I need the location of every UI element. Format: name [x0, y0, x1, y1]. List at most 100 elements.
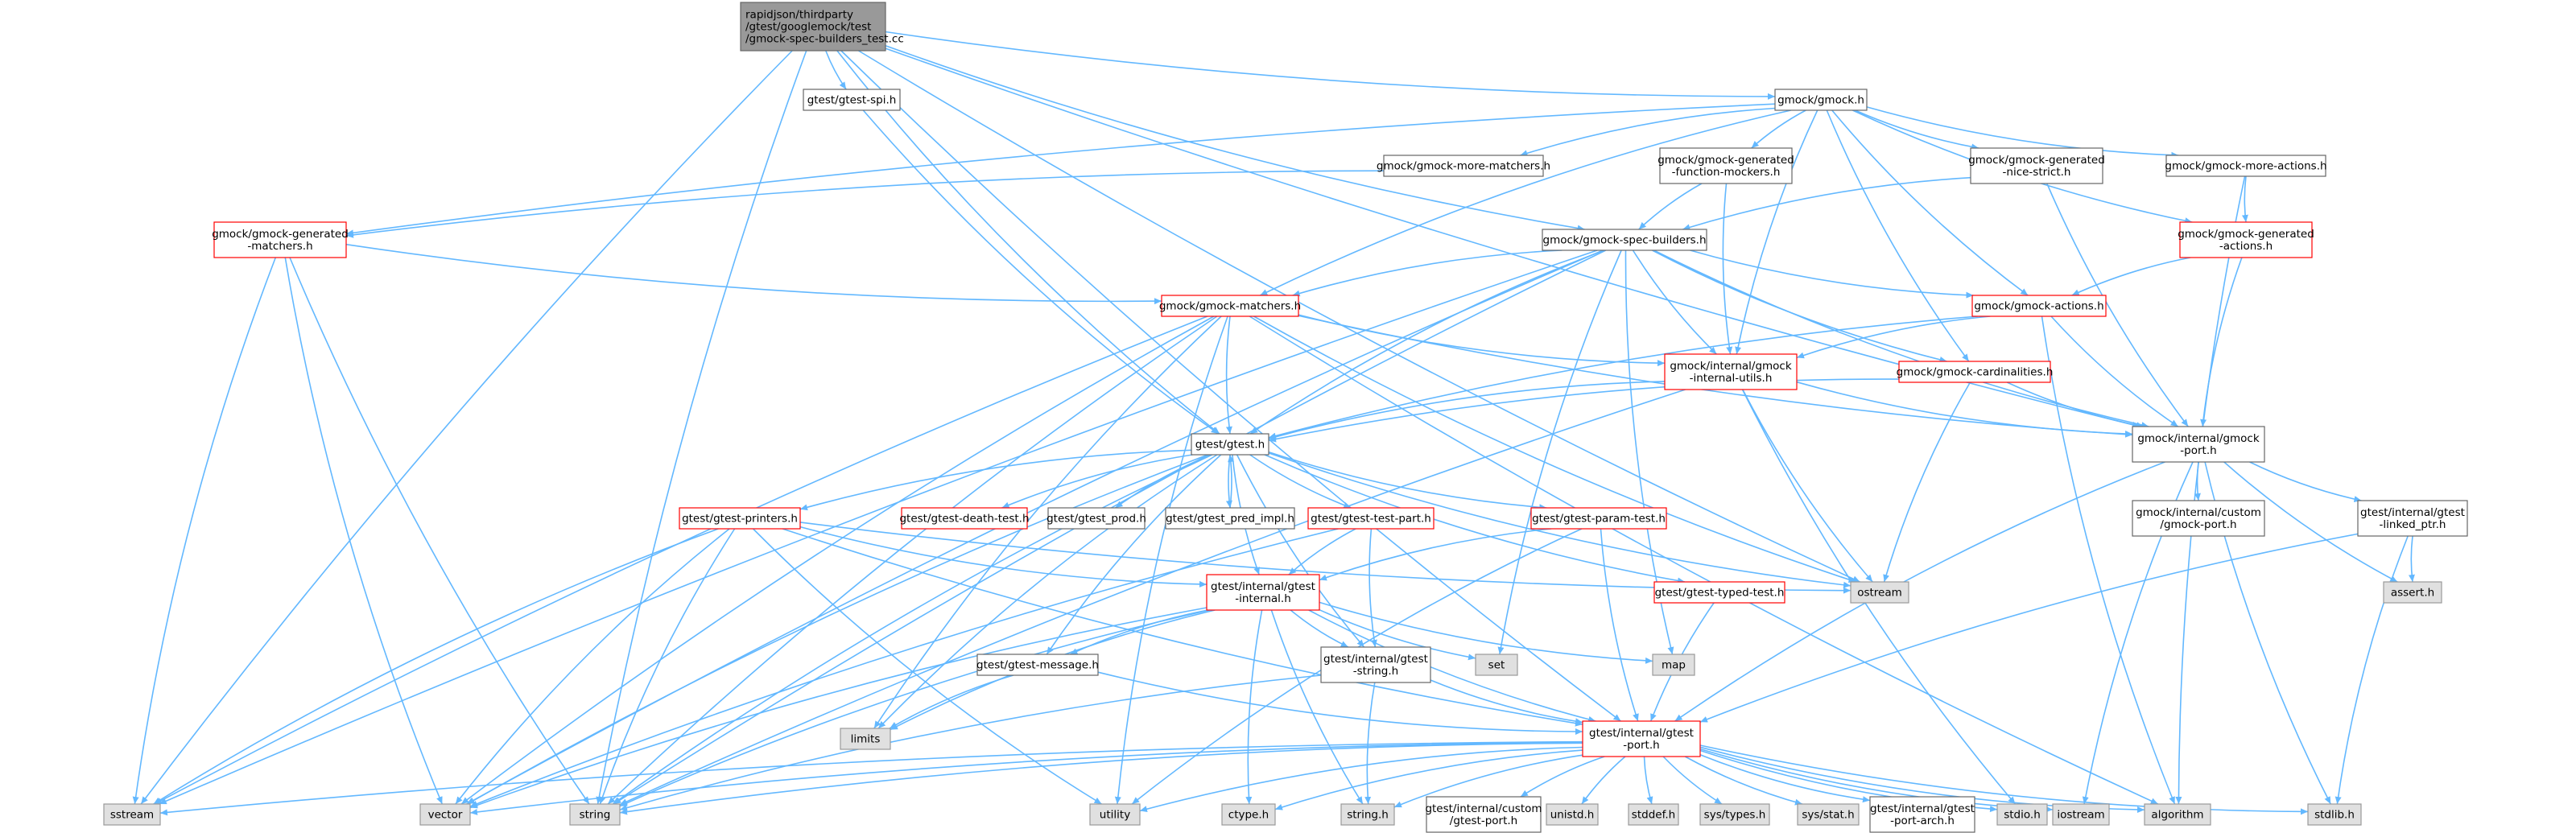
- node-pred-impl[interactable]: gtest/gtest_pred_impl.h: [1165, 507, 1295, 530]
- edge-linked_ptr-to-stdlib: [2334, 535, 2409, 805]
- node-box: [2144, 803, 2211, 826]
- node-gen-matchers[interactable]: gmock/gmock-generated-matchers.h: [212, 221, 349, 258]
- node-gen-nice-strict[interactable]: gmock/gmock-generated-nice-strict.h: [1968, 147, 2105, 184]
- node-gmock-h[interactable]: gmock/gmock.h: [1774, 89, 1868, 111]
- node-label: map: [1662, 659, 1686, 672]
- edge-gtest_spi-to-gtest_h: [862, 109, 1220, 435]
- edge-gen_nice_strict-to-spec_builders: [1682, 176, 1971, 231]
- node-box: [1970, 147, 2103, 184]
- edge-cardinalities-to-gtest_h: [1268, 378, 1900, 443]
- node-label: -internal.h: [1235, 592, 1291, 605]
- edge-internal_utils-to-gtest_h: [1268, 381, 1666, 440]
- node-label: gtest/internal/gtest: [1589, 727, 1694, 740]
- edge-gtest_port-to-sstream: [159, 740, 1583, 816]
- node-gtest-prod[interactable]: gtest/gtest_prod.h: [1046, 507, 1146, 530]
- node-box: [1653, 581, 1785, 604]
- node-matchers[interactable]: gmock/gmock-matchers.h: [1159, 295, 1301, 317]
- node-gen-actions[interactable]: gmock/gmock-generated-actions.h: [2178, 221, 2314, 258]
- edge-matchers-to-utility: [1114, 315, 1228, 805]
- edge-spec_builders-to-matchers: [1292, 249, 1563, 297]
- node-box: [1307, 507, 1435, 530]
- node-more-matchers[interactable]: gmock/gmock-more-matchers.h: [1377, 155, 1550, 177]
- edge-matchers-to-internal_utils: [1298, 314, 1666, 367]
- edge-gtest_h-to-test_part: [1249, 454, 1352, 509]
- node-gmock-port[interactable]: gmock/internal/gmock-port.h: [2132, 426, 2265, 463]
- node-gtest-message[interactable]: gtest/gtest-message.h: [976, 654, 1099, 676]
- edge-gtest_h-to-param_test: [1268, 451, 1547, 511]
- edge-spec_builders-to-internal_utils: [1632, 249, 1717, 355]
- node-label: ctype.h: [1228, 809, 1269, 822]
- edge-gmock_h-to-gen_matchers: [345, 103, 1776, 237]
- node-stdio: stdio.h: [1996, 803, 2048, 826]
- node-internal-utils[interactable]: gmock/internal/gmock-internal-utils.h: [1664, 353, 1798, 390]
- edge-gtest_internal-to-set: [1319, 608, 1476, 661]
- node-box: [740, 2, 886, 52]
- edge-gen_actions-to-actions: [2071, 257, 2191, 296]
- node-cardinalities[interactable]: gmock/gmock-cardinalities.h: [1897, 361, 2054, 383]
- node-death-test[interactable]: gtest/gtest-death-test.h: [899, 507, 1030, 530]
- edge-gmock_h-to-gen_nice_strict: [1855, 109, 1979, 151]
- node-actions[interactable]: gmock/gmock-actions.h: [1971, 295, 2107, 317]
- edge-gtest_h-to-string: [612, 454, 1213, 805]
- edge-test_part-to-gtest_internal: [1288, 528, 1356, 575]
- node-sys-stat: sys/stat.h: [1797, 803, 1860, 826]
- edge-gtest_port-to-sys_stat: [1684, 756, 1803, 806]
- node-spec-builders[interactable]: gmock/gmock-spec-builders.h: [1542, 229, 1707, 251]
- node-linked-ptr[interactable]: gtest/internal/gtest-linked_ptr.h: [2357, 500, 2468, 537]
- node-box: [2357, 500, 2468, 537]
- node-gtest-printers[interactable]: gtest/gtest-printers.h: [679, 507, 801, 530]
- node-typed-test[interactable]: gtest/gtest-typed-test.h: [1653, 581, 1785, 604]
- node-gtest-internal[interactable]: gtest/internal/gtest-internal.h: [1206, 574, 1320, 611]
- node-gtest-h[interactable]: gtest/gtest.h: [1191, 433, 1269, 456]
- node-custom-gtest-port[interactable]: gtest/internal/custom/gtest-port.h: [1425, 796, 1542, 833]
- node-algorithm: algorithm: [2144, 803, 2211, 826]
- node-utility: utility: [1089, 803, 1141, 826]
- node-gtest-string[interactable]: gtest/internal/gtest-string.h: [1320, 646, 1431, 683]
- node-label: gtest/internal/gtest: [2360, 506, 2465, 519]
- node-root[interactable]: rapidjson/thirdparty/gtest/googlemock/te…: [740, 2, 904, 52]
- node-box: [803, 89, 901, 111]
- node-box: [419, 803, 471, 826]
- node-label: gmock/internal/gmock: [2137, 432, 2260, 445]
- node-sstream: sstream: [103, 803, 161, 826]
- node-test-part[interactable]: gtest/gtest-test-part.h: [1307, 507, 1435, 530]
- edge-actions-to-gmock_port: [2050, 315, 2179, 427]
- edge-gtest_port-to-string: [619, 742, 1583, 815]
- node-custom-gmock-port[interactable]: gmock/internal/custom/gmock-port.h: [2132, 500, 2265, 537]
- node-box: [1664, 353, 1798, 390]
- node-box: [2052, 803, 2110, 826]
- node-label: utility: [1100, 809, 1130, 822]
- node-box: [1971, 295, 2107, 317]
- edge-gtest_internal-to-string: [619, 609, 1210, 807]
- node-limits: limits: [840, 728, 891, 750]
- node-label: gtest/internal/custom: [1425, 802, 1542, 815]
- node-more-actions[interactable]: gmock/gmock-more-actions.h: [2165, 155, 2327, 177]
- edge-gmock_h-to-more_matchers: [1520, 107, 1776, 157]
- node-box: [1898, 361, 2051, 383]
- edge-spec_builders-to-set: [1497, 249, 1622, 655]
- edge-gen_matchers-to-matchers: [345, 243, 1162, 305]
- edge-actions-to-gtest_h: [1268, 315, 1979, 439]
- edge-gtest_printers-to-gtest_internal: [799, 526, 1208, 588]
- node-port-arch[interactable]: gtest/internal/gtest-port-arch.h: [1869, 796, 1975, 833]
- node-box: [2383, 581, 2442, 604]
- node-gen-func-mockers[interactable]: gmock/gmock-generated-function-mockers.h: [1657, 147, 1794, 184]
- edges-layer: [132, 31, 2415, 816]
- edge-root-to-ostream: [858, 50, 1860, 583]
- node-label: sstream: [110, 809, 154, 822]
- edge-gen_nice_strict-to-gmock_port: [2046, 183, 2189, 427]
- node-box: [1475, 654, 1518, 676]
- node-box: [1652, 654, 1695, 676]
- node-gtest-spi[interactable]: gtest/gtest-spi.h: [803, 89, 901, 111]
- edge-gtest_printers-to-utility: [752, 528, 1102, 805]
- edge-gtest_printers-to-string: [599, 528, 736, 805]
- node-label: vector: [428, 809, 463, 822]
- edge-gtest_port-to-sys_types: [1662, 756, 1723, 805]
- node-label: gtest/gtest-spi.h: [807, 94, 897, 107]
- node-param-test[interactable]: gtest/gtest-param-test.h: [1530, 507, 1667, 530]
- edge-gtest_internal-to-ctype: [1245, 609, 1263, 805]
- node-label: gmock/gmock-more-matchers.h: [1377, 160, 1550, 173]
- node-label: set: [1488, 659, 1505, 672]
- node-gtest-port[interactable]: gtest/internal/gtest-port.h: [1582, 720, 1701, 757]
